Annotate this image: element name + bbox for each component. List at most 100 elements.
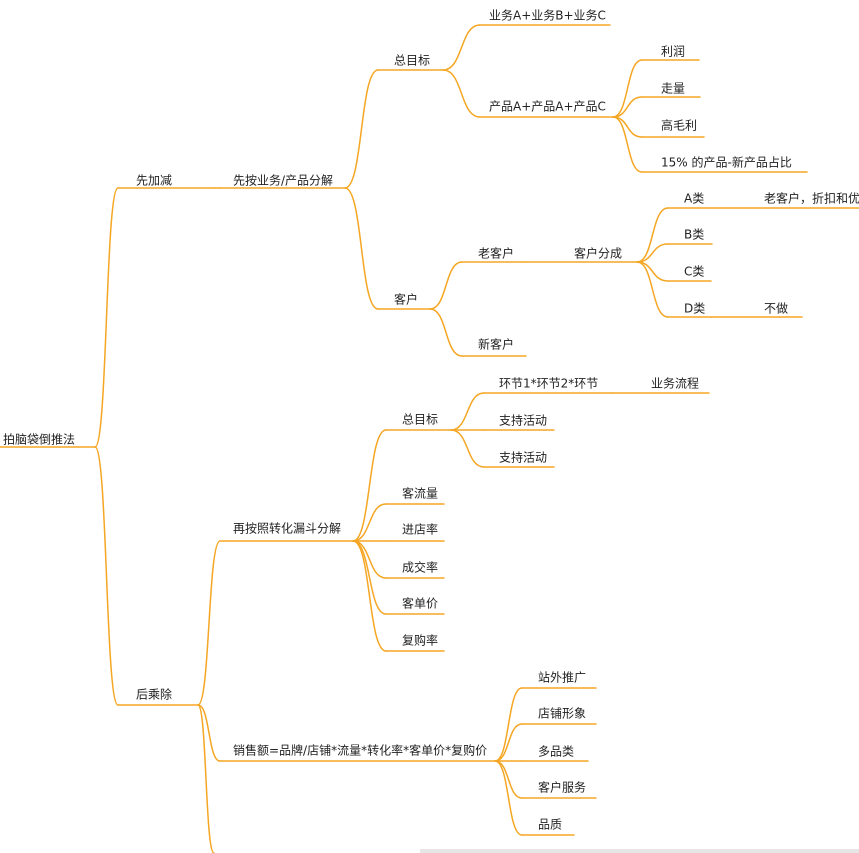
node-label: 业务A+业务B+业务C: [489, 8, 606, 23]
node-label: 15% 的产品-新产品占比: [661, 155, 792, 170]
node-xinkehu[interactable]: 新客户: [461, 337, 527, 357]
node-dlei[interactable]: D类: [667, 302, 713, 318]
connector-chanpin-abc-zouliang: [612, 96, 643, 118]
node-gaomaoli[interactable]: 高毛利: [641, 118, 705, 138]
connector-chengchu-xiaoshoue: [197, 704, 221, 762]
node-label: 高毛利: [661, 118, 697, 133]
node-alei-note[interactable]: 老客户，折扣和优: [714, 191, 859, 209]
node-blei[interactable]: B类: [667, 228, 713, 245]
connector-kehufencheng-dlei: [636, 261, 669, 318]
node-dianpu[interactable]: 店铺形象: [521, 707, 597, 725]
node-label: C类: [684, 265, 704, 279]
node-label: 后乘除: [136, 687, 172, 702]
node-label: B类: [684, 228, 704, 242]
node-label: 先按业务/产品分解: [233, 173, 333, 188]
node-alei[interactable]: A类: [667, 192, 716, 209]
node-zouliang[interactable]: 走量: [641, 82, 701, 98]
node-label: 利润: [661, 45, 685, 59]
node-label: 新客户: [478, 337, 514, 352]
node-keliuliang[interactable]: 客流量: [385, 486, 445, 505]
node-xiaoshoue[interactable]: 销售额=品牌/店铺*流量*转化率*客单价*复购价: [219, 743, 496, 762]
node-pinzhi[interactable]: 品质: [521, 818, 575, 836]
connector-xiaoshoue-dianpu: [494, 723, 523, 762]
node-zhanwai[interactable]: 站外推广: [521, 671, 597, 689]
connector-zongmubiao2-zhichi2: [450, 429, 485, 468]
node-label: 进店率: [402, 522, 438, 537]
node-label: 客流量: [402, 486, 438, 501]
node-chengjiaolv[interactable]: 成交率: [385, 560, 445, 579]
connector-zongmubiao1-chanpin-abc: [442, 69, 481, 118]
node-label: 老客户: [478, 246, 514, 261]
node-root[interactable]: 拍脑袋倒推法: [0, 432, 96, 448]
node-label: 总目标: [402, 413, 438, 427]
node-kehufencheng[interactable]: 客户分成: [525, 246, 638, 263]
node-duopinlei[interactable]: 多品类: [521, 745, 589, 762]
node-zhichi1[interactable]: 支持活动: [483, 413, 555, 431]
node-chanpin-abc[interactable]: 产品A+产品A+产品C: [479, 100, 614, 118]
node-jiajian[interactable]: 先加减: [117, 174, 215, 189]
node-kedanjia[interactable]: 客单价: [385, 596, 445, 615]
node-label: 站外推广: [538, 671, 586, 685]
node-label: 品质: [538, 818, 562, 832]
node-zongmubiao1[interactable]: 总目标: [377, 54, 444, 71]
node-huanjie[interactable]: 环节1*环节2*环节: [483, 377, 613, 394]
connector-offscreen-branch: [197, 704, 215, 853]
connector-chanpin-abc-lirun: [612, 59, 643, 118]
connector-xiaoshoue-zhanwai: [494, 687, 523, 762]
connector-zongmubiao2-huanjie: [450, 392, 485, 431]
node-label: 业务流程: [651, 376, 699, 391]
connector-kehufencheng-alei: [636, 207, 669, 263]
connector-kehu-xinkehu: [429, 308, 463, 357]
node-zongmubiao2[interactable]: 总目标: [385, 413, 452, 431]
canvas-edge-strip: [420, 849, 859, 853]
node-jindianlv[interactable]: 进店率: [385, 522, 445, 542]
node-label: 客户分成: [574, 246, 622, 261]
node-zhanbi[interactable]: 15% 的产品-新产品占比: [641, 155, 808, 173]
node-lirun[interactable]: 利润: [641, 45, 700, 61]
node-label: 客户: [394, 292, 418, 307]
connector-xiaoshoue-kefu: [494, 760, 523, 799]
node-yewu-fenjie[interactable]: 先按业务/产品分解: [219, 173, 346, 189]
node-chengchu[interactable]: 后乘除: [117, 687, 199, 706]
connector-zongmubiao1-yewu-abc: [442, 24, 481, 71]
node-zhichi2[interactable]: 支持活动: [483, 450, 555, 468]
node-layer: 拍脑袋倒推法先加减先按业务/产品分解总目标业务A+业务B+业务C产品A+产品A+…: [0, 8, 859, 836]
node-label: 多品类: [538, 745, 574, 759]
connector-root-jiajian: [94, 187, 119, 448]
connector-chengchu-loudou: [197, 540, 221, 706]
connector-chanpin-abc-gaomaoli: [612, 116, 643, 138]
node-label: 走量: [661, 82, 685, 96]
node-laokehu[interactable]: 老客户: [461, 246, 527, 263]
connector-kehu-laokehu: [429, 261, 463, 310]
node-loudou[interactable]: 再按照转化漏斗分解: [219, 521, 354, 542]
node-fugoulv[interactable]: 复购率: [385, 633, 445, 652]
node-buzuo[interactable]: 不做: [711, 301, 803, 318]
node-label: 支持活动: [499, 450, 547, 465]
node-label: 支持活动: [499, 413, 547, 428]
node-label: 先加减: [136, 174, 172, 188]
connector-loudou-fugoulv: [352, 540, 387, 652]
connector-kehufencheng-clei: [636, 261, 669, 282]
node-kehu[interactable]: 客户: [377, 292, 431, 310]
connector-chanpin-abc-zhanbi: [612, 116, 643, 173]
node-clei[interactable]: C类: [667, 265, 712, 282]
connector-yewu-fenjie-zongmubiao1: [344, 69, 379, 189]
node-label: 销售额=品牌/店铺*流量*转化率*客单价*复购价: [233, 743, 487, 758]
node-label: 客户服务: [538, 780, 586, 795]
connector-root-chengchu: [94, 446, 119, 706]
node-label: 不做: [764, 301, 788, 316]
node-label: 总目标: [394, 54, 430, 68]
node-yewu-abc[interactable]: 业务A+业务B+业务C: [479, 8, 611, 26]
node-label: A类: [684, 192, 704, 206]
connector-layer: [94, 24, 669, 853]
node-label: 店铺形象: [538, 707, 586, 721]
connector-kehufencheng-blei: [636, 243, 669, 263]
node-liucheng[interactable]: 业务流程: [611, 376, 710, 394]
connector-loudou-keliuliang: [352, 503, 387, 542]
connector-loudou-chengjiaolv: [352, 540, 387, 579]
node-label: 拍脑袋倒推法: [3, 432, 75, 447]
node-label: 环节1*环节2*环节: [499, 377, 598, 391]
node-kefu[interactable]: 客户服务: [521, 780, 597, 799]
node-label: 客单价: [402, 596, 438, 611]
